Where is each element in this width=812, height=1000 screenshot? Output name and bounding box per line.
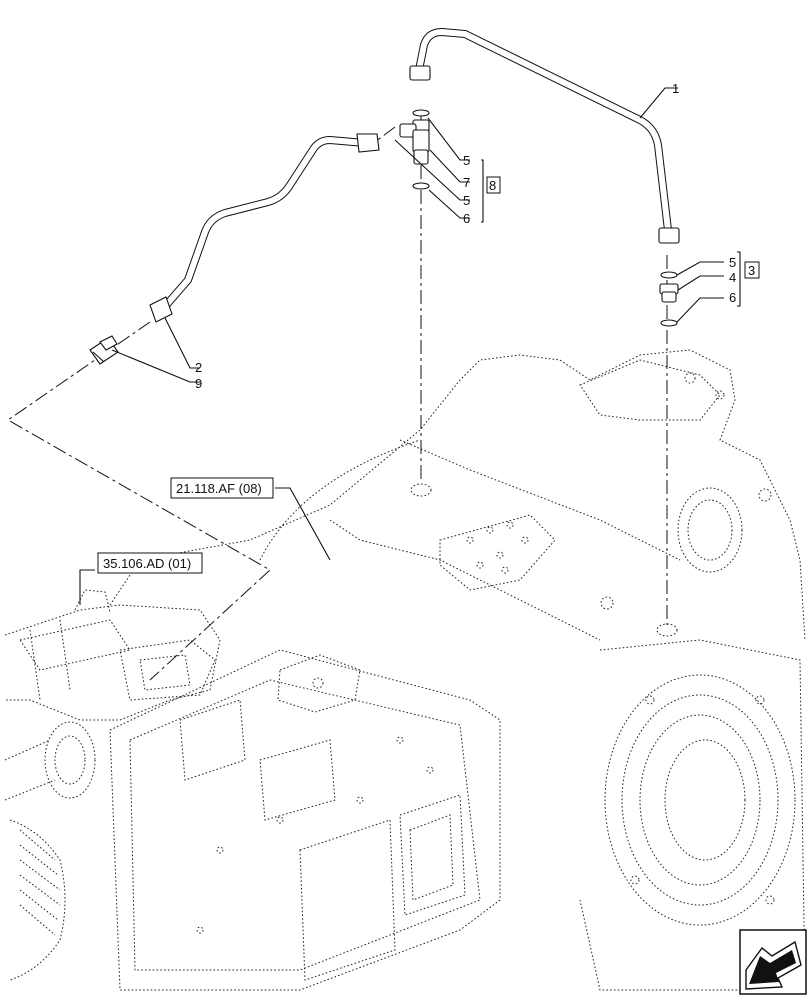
reference-box-a[interactable]: 21.118.AF (08) [170, 477, 274, 499]
o-ring-5-upper [412, 109, 430, 117]
callout-5-lower: 5 [463, 193, 470, 208]
callout-6-right: 6 [729, 290, 736, 305]
fitting-part-4 [659, 271, 679, 327]
reference-a-label: 21.118.AF (08) [176, 481, 262, 496]
transmission-housing [109, 349, 806, 991]
o-ring-6-lower [412, 182, 430, 190]
leader-lines [79, 87, 741, 605]
kit-box-3[interactable]: 3 [744, 261, 760, 279]
reference-box-b[interactable]: 35.106.AD (01) [97, 552, 203, 574]
callout-2: 2 [195, 360, 202, 375]
callout-4: 4 [729, 270, 736, 285]
pipe-1-nut-top [409, 65, 431, 81]
callout-9: 9 [195, 376, 202, 391]
kit-box-8-label: 8 [489, 178, 496, 193]
navigation-arrow-icon[interactable] [739, 929, 807, 995]
pipe-1 [409, 28, 680, 244]
alignment-lines [7, 115, 668, 681]
callout-7: 7 [463, 175, 470, 190]
callout-5-upper: 5 [463, 153, 470, 168]
callout-1: 1 [672, 81, 679, 96]
kit-box-3-label: 3 [748, 263, 755, 278]
callouts: 1 2 9 5 7 5 6 5 4 6 [195, 81, 736, 391]
pipe-2-nut-bottom [149, 296, 173, 323]
o-ring-6-right [660, 319, 678, 327]
kit-box-8[interactable]: 8 [486, 176, 501, 194]
pipe-2 [149, 133, 380, 323]
left-assembly [4, 589, 221, 981]
pipe-1-nut-bottom [658, 227, 680, 244]
reference-b-label: 35.106.AD (01) [103, 556, 191, 571]
adapter-part-9 [89, 335, 119, 365]
pipe-2-nut-top [356, 133, 380, 153]
callout-5-right: 5 [729, 255, 736, 270]
o-ring-5-right [660, 271, 678, 279]
tee-fitting-part-7 [399, 109, 430, 190]
callout-6-upper: 6 [463, 211, 470, 226]
